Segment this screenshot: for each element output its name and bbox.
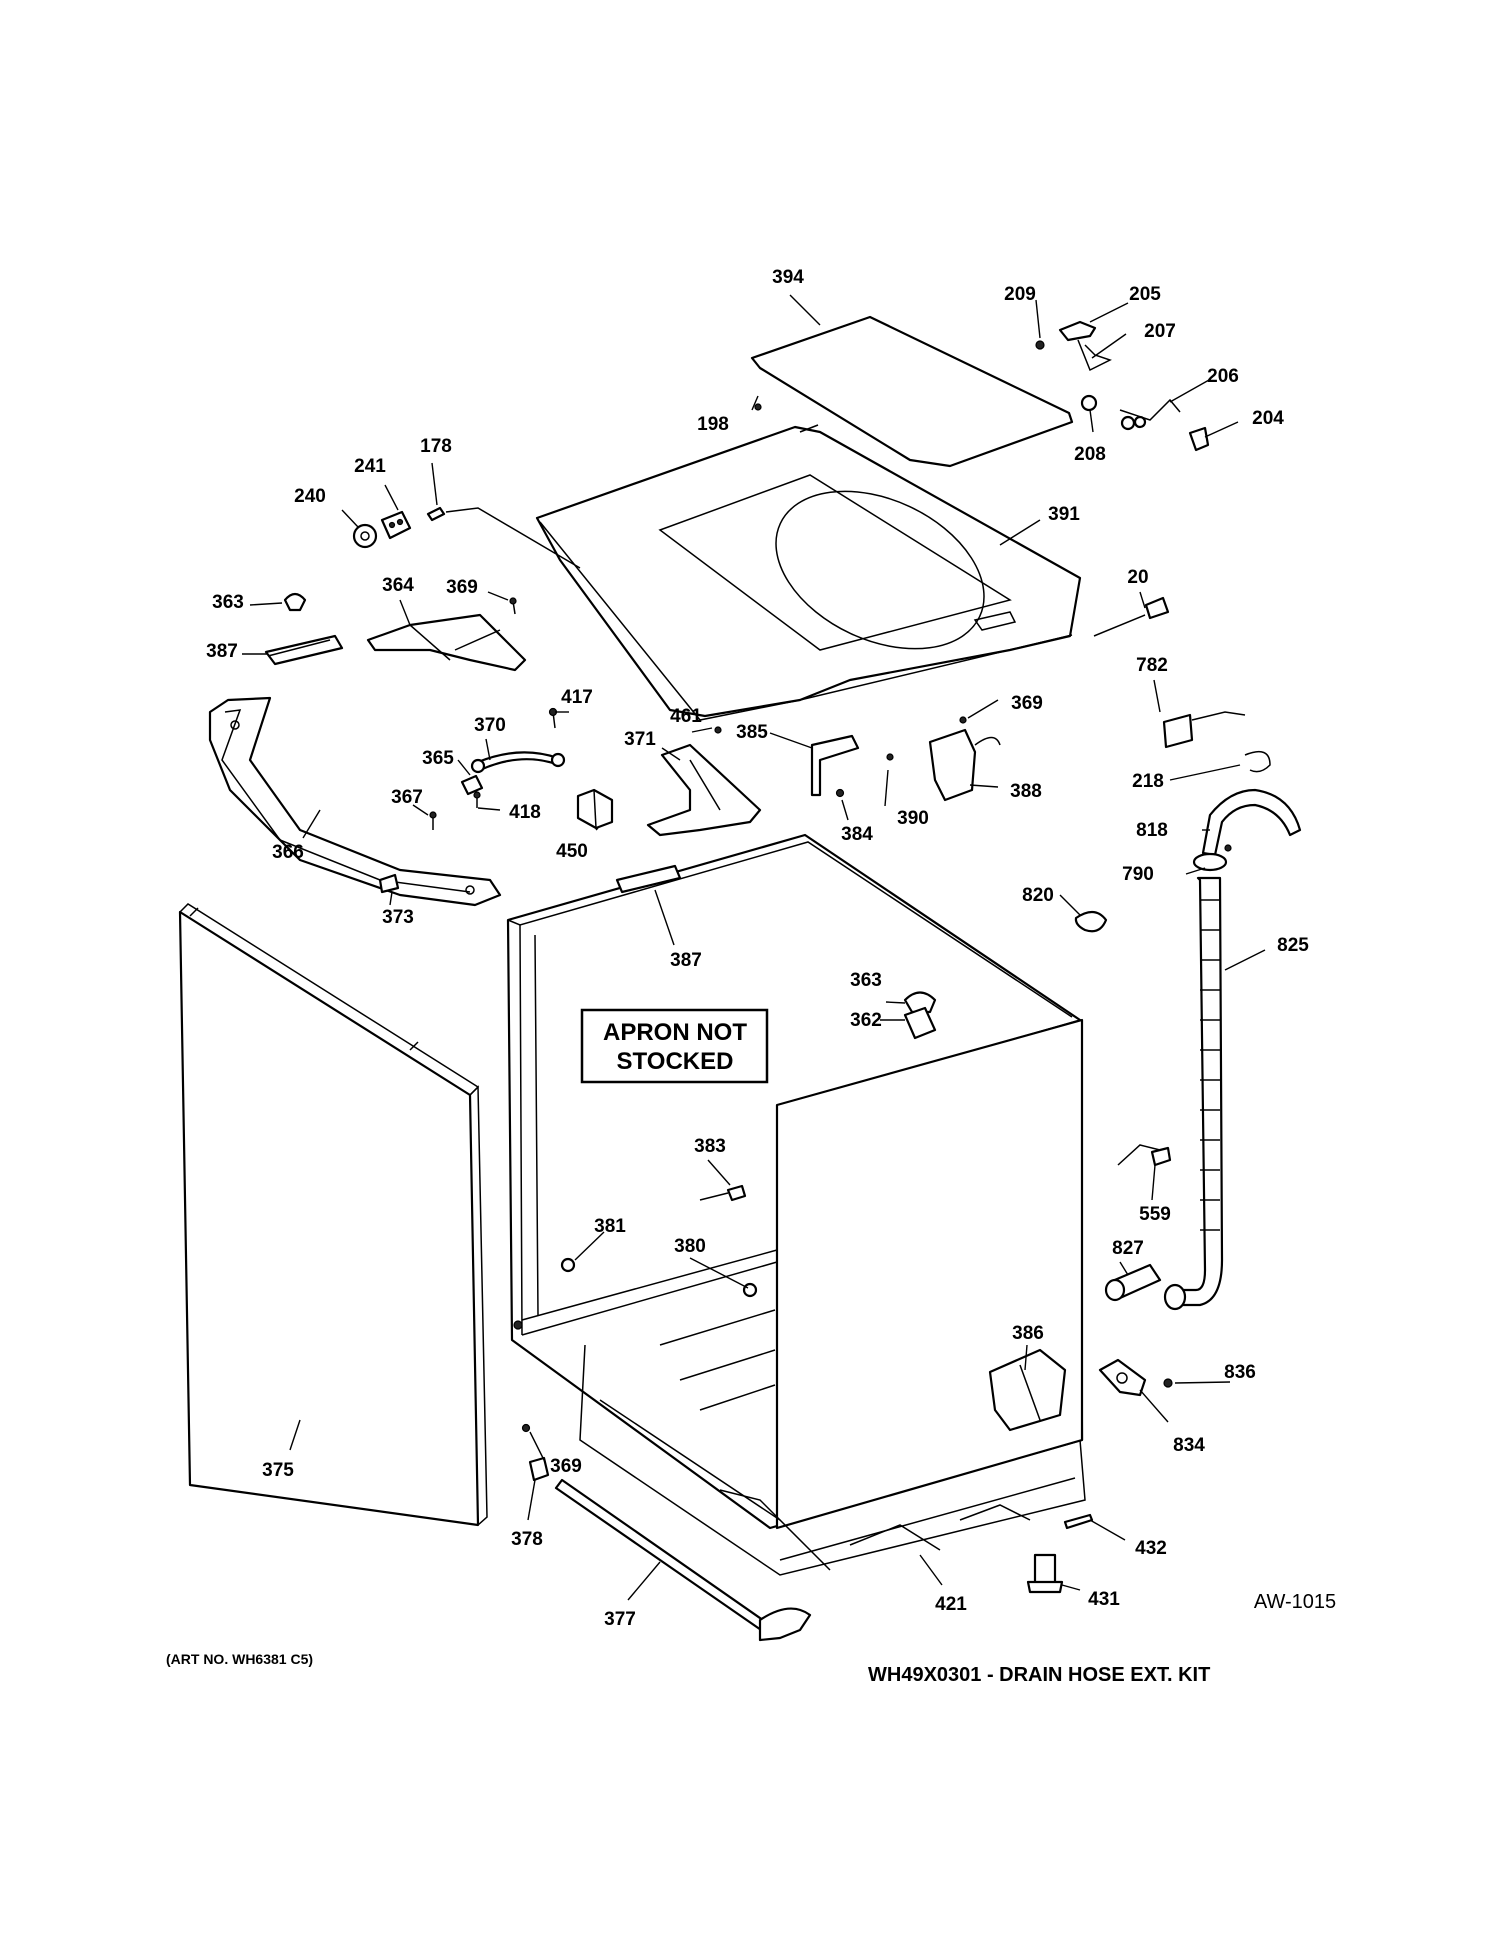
callout-383: 383 — [694, 1136, 726, 1157]
drain-hose-kit: WH49X0301 - DRAIN HOSE EXT. KIT — [868, 1664, 1210, 1686]
part-frame-brace — [208, 696, 502, 907]
callout-370: 370 — [474, 715, 506, 736]
part-hinge-hardware — [352, 506, 581, 569]
callout-377: 377 — [604, 1609, 636, 1630]
part-hoses-right — [1093, 596, 1302, 872]
callout-218: 218 — [1132, 771, 1164, 792]
callout-384: 384 — [841, 824, 873, 845]
callout-388: 388 — [1010, 781, 1042, 802]
callout-20: 20 — [1127, 567, 1148, 588]
part-lid — [750, 315, 1074, 468]
part-388-switch — [928, 716, 1001, 802]
callout-790: 790 — [1122, 864, 1154, 885]
callout-431: 431 — [1088, 1589, 1120, 1610]
callout-782: 782 — [1136, 655, 1168, 676]
part-side-panel — [178, 903, 488, 1527]
part-lid-switch-hardware — [754, 320, 1210, 452]
callout-198: 198 — [697, 414, 729, 435]
callout-391: 391 — [1048, 504, 1080, 525]
callout-369-upper: 369 — [446, 577, 478, 598]
callout-432: 432 — [1135, 1538, 1167, 1559]
part-upper-left-brackets — [264, 592, 527, 672]
callout-362: 362 — [850, 1010, 882, 1031]
notice-line-1: APRON NOT — [603, 1019, 747, 1046]
callout-240: 240 — [294, 486, 326, 507]
part-450-bracket — [576, 788, 614, 830]
callout-209: 209 — [1004, 284, 1036, 305]
callout-818: 818 — [1136, 820, 1168, 841]
callout-381: 381 — [594, 1216, 626, 1237]
callout-369-switch: 369 — [1011, 693, 1043, 714]
part-rod-assembly — [429, 707, 566, 830]
part-cabinet — [506, 833, 1086, 1576]
diagram-code: AW-1015 — [1254, 1591, 1336, 1613]
leader-lines — [242, 294, 1266, 1601]
callout-208: 208 — [1074, 444, 1106, 465]
callout-367: 367 — [391, 787, 423, 808]
callout-178: 178 — [420, 436, 452, 457]
callout-418: 418 — [509, 802, 541, 823]
part-leg-431-432 — [1026, 1513, 1094, 1594]
part-385-bracket — [810, 734, 894, 798]
callout-390: 390 — [897, 808, 929, 829]
callout-836: 836 — [1224, 1362, 1256, 1383]
part-drain-hose — [1163, 876, 1224, 1311]
callout-366: 366 — [272, 842, 304, 863]
callout-365: 371 — [624, 729, 656, 750]
callout-363-top: 363 — [212, 592, 244, 613]
callout-363-cabinet: 363 — [850, 970, 882, 991]
callout-204: 204 — [1252, 408, 1284, 429]
callout-241: 241 — [354, 456, 386, 477]
callout-827: 827 — [1112, 1238, 1144, 1259]
callout-394: 394 — [772, 267, 804, 288]
notice-line-2: STOCKED — [617, 1048, 734, 1075]
callout-834: 834 — [1173, 1435, 1205, 1456]
part-top-cover — [535, 424, 1082, 721]
callout-375: 375 — [262, 1460, 294, 1481]
callout-386: 386 — [1012, 1323, 1044, 1344]
part-834-836 — [1098, 1358, 1173, 1397]
callout-387-left: 387 — [206, 641, 238, 662]
callout-559: 559 — [1139, 1204, 1171, 1225]
part-820-clip — [1074, 910, 1108, 933]
callout-373: 373 — [382, 907, 414, 928]
part-362-363 — [903, 991, 937, 1040]
callout-421: 421 — [935, 1594, 967, 1615]
callout-labels: 394 209 205 207 206 204 198 208 178 241 … — [206, 267, 1309, 1630]
part-365-brace — [646, 726, 762, 837]
callout-417: 417 — [561, 687, 593, 708]
callout-207: 207 — [1144, 321, 1176, 342]
part-386-bracket — [988, 1348, 1067, 1432]
callout-369-lower: 369 — [550, 1456, 582, 1477]
part-559-827 — [1104, 1144, 1172, 1302]
callout-820: 820 — [1022, 885, 1054, 906]
callout-385: 385 — [736, 722, 768, 743]
callout-450: 450 — [556, 841, 588, 862]
apron-notice: APRON NOT STOCKED — [580, 1008, 769, 1084]
callout-205: 205 — [1129, 284, 1161, 305]
callout-371: 365 — [422, 748, 454, 769]
callout-364: 364 — [382, 575, 414, 596]
callout-387-cabinet: 387 — [670, 950, 702, 971]
art-number: (ART NO. WH6381 C5) — [166, 1651, 313, 1667]
callout-206: 206 — [1207, 366, 1239, 387]
callout-825: 825 — [1277, 935, 1309, 956]
part-leveling-rod — [521, 1423, 812, 1642]
callout-378: 378 — [511, 1529, 543, 1550]
callout-380: 380 — [674, 1236, 706, 1257]
callout-461: 461 — [670, 706, 702, 727]
